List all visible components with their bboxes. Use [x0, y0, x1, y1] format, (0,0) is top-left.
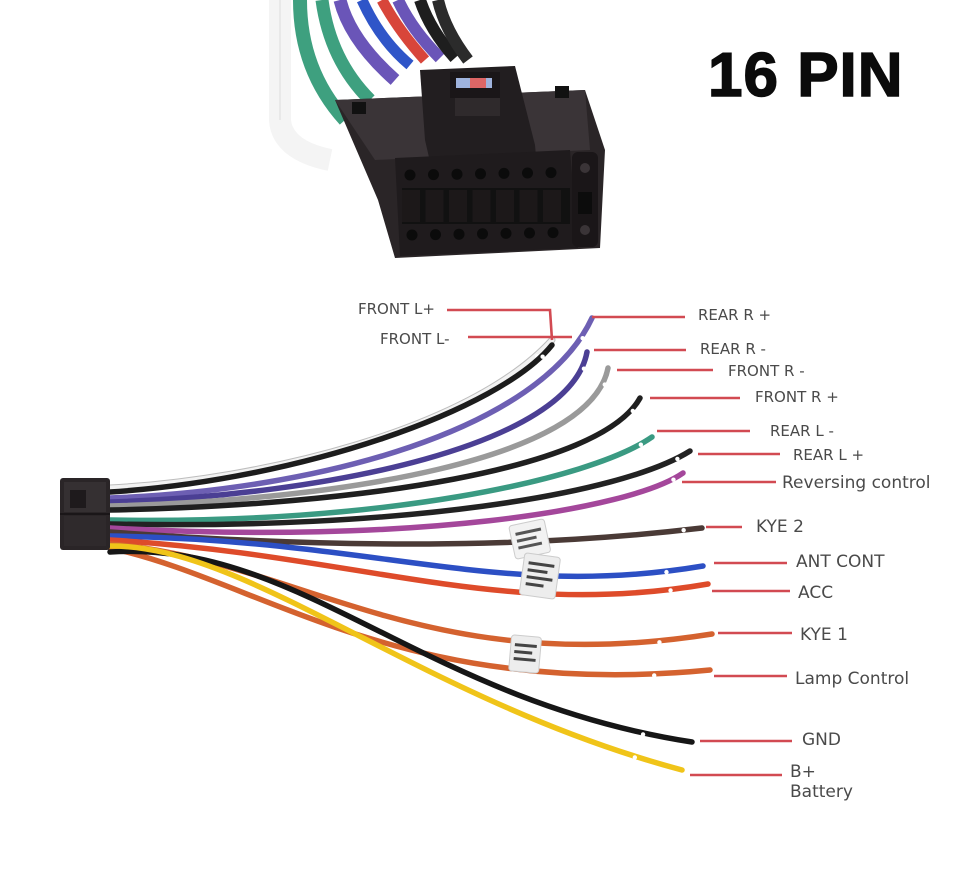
leader-line — [447, 308, 554, 341]
pin-label: FRONT L- — [380, 330, 450, 348]
wire-acc — [107, 537, 711, 598]
pin-hole — [451, 168, 463, 180]
pin-cavity — [543, 190, 561, 222]
pin-label: ANT CONT — [796, 552, 885, 572]
wire-front-r — [107, 365, 611, 509]
wire-rear-r — [107, 349, 590, 505]
pin-row-bottom — [406, 227, 559, 241]
pin-row-top — [404, 167, 557, 181]
pin-label: REAR R - — [700, 340, 766, 358]
harness: FRONT L+ FRONT L- REAR R + REAR R - FRONT R … — [60, 300, 931, 802]
wire-rear-l — [107, 448, 693, 528]
pin-cavity — [472, 190, 491, 222]
pin-cavity — [449, 190, 467, 222]
leader-lines — [447, 308, 792, 777]
pin-hole — [524, 227, 535, 239]
pin-hole — [430, 229, 441, 241]
pin-label: Lamp Control — [795, 669, 909, 689]
harness-connector — [60, 478, 110, 550]
pin-hole — [453, 228, 465, 240]
pin-hole — [406, 229, 418, 241]
pin-cavity — [402, 190, 420, 222]
pin-hole — [477, 228, 488, 240]
pin-hole — [522, 167, 533, 179]
pin-label: REAR L + — [793, 446, 864, 464]
pin-hole — [547, 227, 559, 239]
pin-label: FRONT R + — [755, 388, 839, 406]
pin-label: REAR L - — [770, 422, 834, 440]
pin-hole — [545, 167, 557, 179]
wire-lamp-control — [107, 545, 713, 678]
pin-hole — [404, 169, 416, 181]
pin-cavities — [402, 190, 561, 222]
wire-rear-l — [107, 434, 655, 524]
wire-tags — [508, 518, 561, 674]
pin-label: KYE 2 — [756, 517, 804, 537]
pin-label: ACC — [798, 583, 833, 603]
diagram-title: 16 PIN — [707, 40, 904, 111]
wire-front-l — [107, 342, 555, 495]
wire-rear-r — [107, 315, 595, 501]
pin-sublabel: Battery — [790, 782, 853, 802]
wire-reversing-control — [107, 470, 686, 536]
harness-wires — [106, 315, 715, 773]
pin-hole — [475, 168, 486, 180]
pin-hole — [428, 169, 439, 181]
closeup-wires — [269, 0, 473, 171]
wire-ant-cont — [107, 533, 706, 580]
pin-label: GND — [802, 730, 841, 750]
wire-b — [107, 543, 685, 773]
pin-label: KYE 1 — [800, 625, 848, 645]
pin-hole — [498, 167, 510, 179]
pin-labels: FRONT L+ FRONT L- REAR R + REAR R - FRONT R … — [358, 300, 931, 802]
pin-hole — [500, 227, 512, 239]
pin-label: FRONT R - — [728, 362, 805, 380]
pin-label: FRONT L+ — [358, 300, 435, 318]
pin-cavity — [496, 190, 514, 222]
wire-front-r — [107, 395, 643, 513]
pin-cavity — [425, 190, 444, 222]
pin-label: REAR R + — [698, 306, 771, 324]
pin-label: B+ — [790, 762, 816, 782]
pin-cavity — [519, 190, 538, 222]
connector-closeup — [269, 0, 605, 258]
pin-label: Reversing control — [782, 473, 931, 493]
